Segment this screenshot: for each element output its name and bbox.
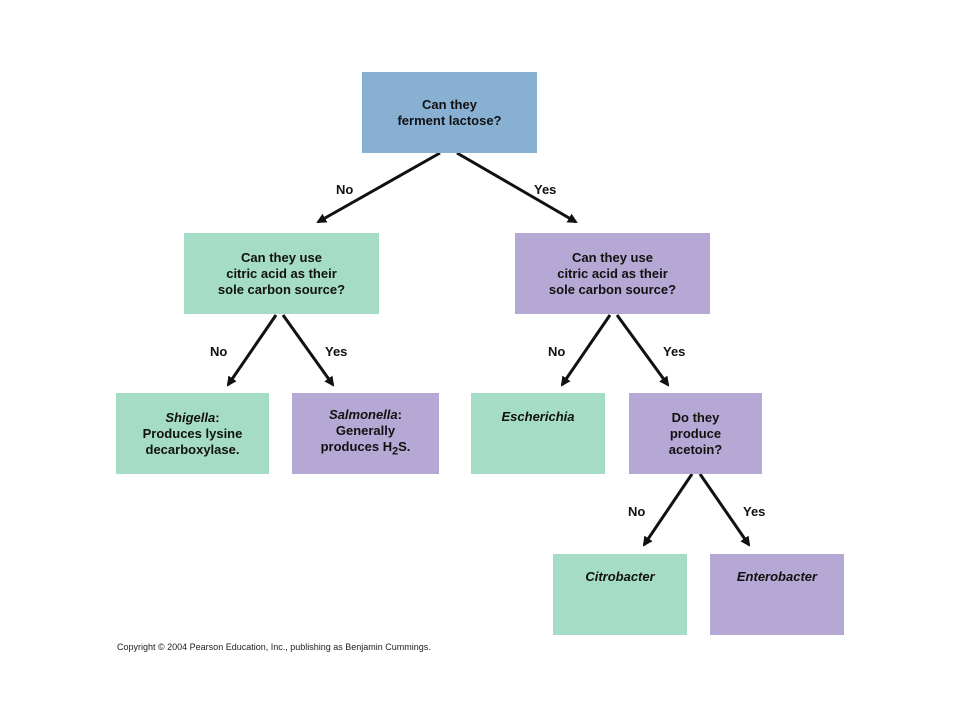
colon: : (397, 407, 402, 423)
node-text-line: Generally (335, 423, 396, 439)
node-text-line: Can they (422, 96, 477, 112)
edge-label-yes: Yes (743, 504, 766, 519)
node-citrobacter: Citrobacter (553, 554, 687, 635)
edge-label-yes: Yes (534, 182, 557, 197)
subscript: 2 (392, 445, 399, 458)
node-text-line: Shigella: (143, 410, 243, 426)
node-text-line: citric acid as their (226, 265, 337, 281)
arrow-left-yes (281, 314, 335, 387)
arrow-left-no (226, 314, 278, 387)
node-text-line: ferment lactose? (397, 112, 502, 128)
node-text-line: produce (669, 425, 722, 441)
node-text-line: Can they use (241, 249, 322, 265)
node-text-line: acetoin? (668, 441, 723, 457)
genus-name: Enterobacter (736, 569, 818, 584)
node-text-line: sole carbon source? (548, 281, 677, 297)
arrow-acetoin-yes (698, 473, 751, 547)
node-acetoin: Do they produce acetoin? (629, 393, 762, 474)
edge-label-yes: Yes (663, 344, 686, 359)
text-part: produces H (320, 439, 393, 455)
node-text-line: decarboxylase. (145, 441, 240, 457)
node-escherichia: Escherichia (471, 393, 605, 474)
node-text-line: Salmonella: (321, 407, 411, 423)
node-text-line: Produces lysine (142, 425, 243, 441)
edge-label-no: No (628, 504, 646, 519)
colon: : (215, 409, 220, 425)
node-enterobacter: Enterobacter (710, 554, 844, 635)
edge-label-yes: Yes (325, 344, 348, 359)
edge-label-no: No (210, 344, 228, 359)
node-shigella: Shigella: Produces lysine decarboxylase. (116, 393, 269, 474)
node-text-line: Do they (671, 409, 720, 425)
node-text-line: sole carbon source? (217, 281, 346, 297)
node-left-citrate: Can they use citric acid as their sole c… (184, 233, 379, 314)
genus-name: Citrobacter (585, 569, 655, 584)
node-ferment-lactose: Can they ferment lactose? (362, 72, 537, 153)
node-salmonella: Salmonella: Generally produces H2S. (292, 393, 439, 474)
edge-label-no: No (548, 344, 566, 359)
node-text-line: Can they use (572, 249, 653, 265)
node-text-line: citric acid as their (557, 265, 668, 281)
copyright-text: Copyright © 2004 Pearson Education, Inc.… (117, 642, 431, 652)
arrow-root-no (316, 151, 441, 224)
arrow-right-no (560, 314, 612, 387)
node-right-citrate: Can they use citric acid as their sole c… (515, 233, 710, 314)
node-text-line: produces H2S. (321, 439, 411, 460)
genus-name: Escherichia (501, 409, 575, 424)
arrow-root-yes (456, 151, 578, 224)
genus-name: Salmonella (329, 407, 398, 423)
genus-name: Shigella (165, 409, 216, 425)
text-part: S. (398, 439, 411, 455)
arrow-acetoin-no (642, 473, 694, 547)
arrow-right-yes (615, 314, 670, 387)
edge-label-no: No (336, 182, 354, 197)
